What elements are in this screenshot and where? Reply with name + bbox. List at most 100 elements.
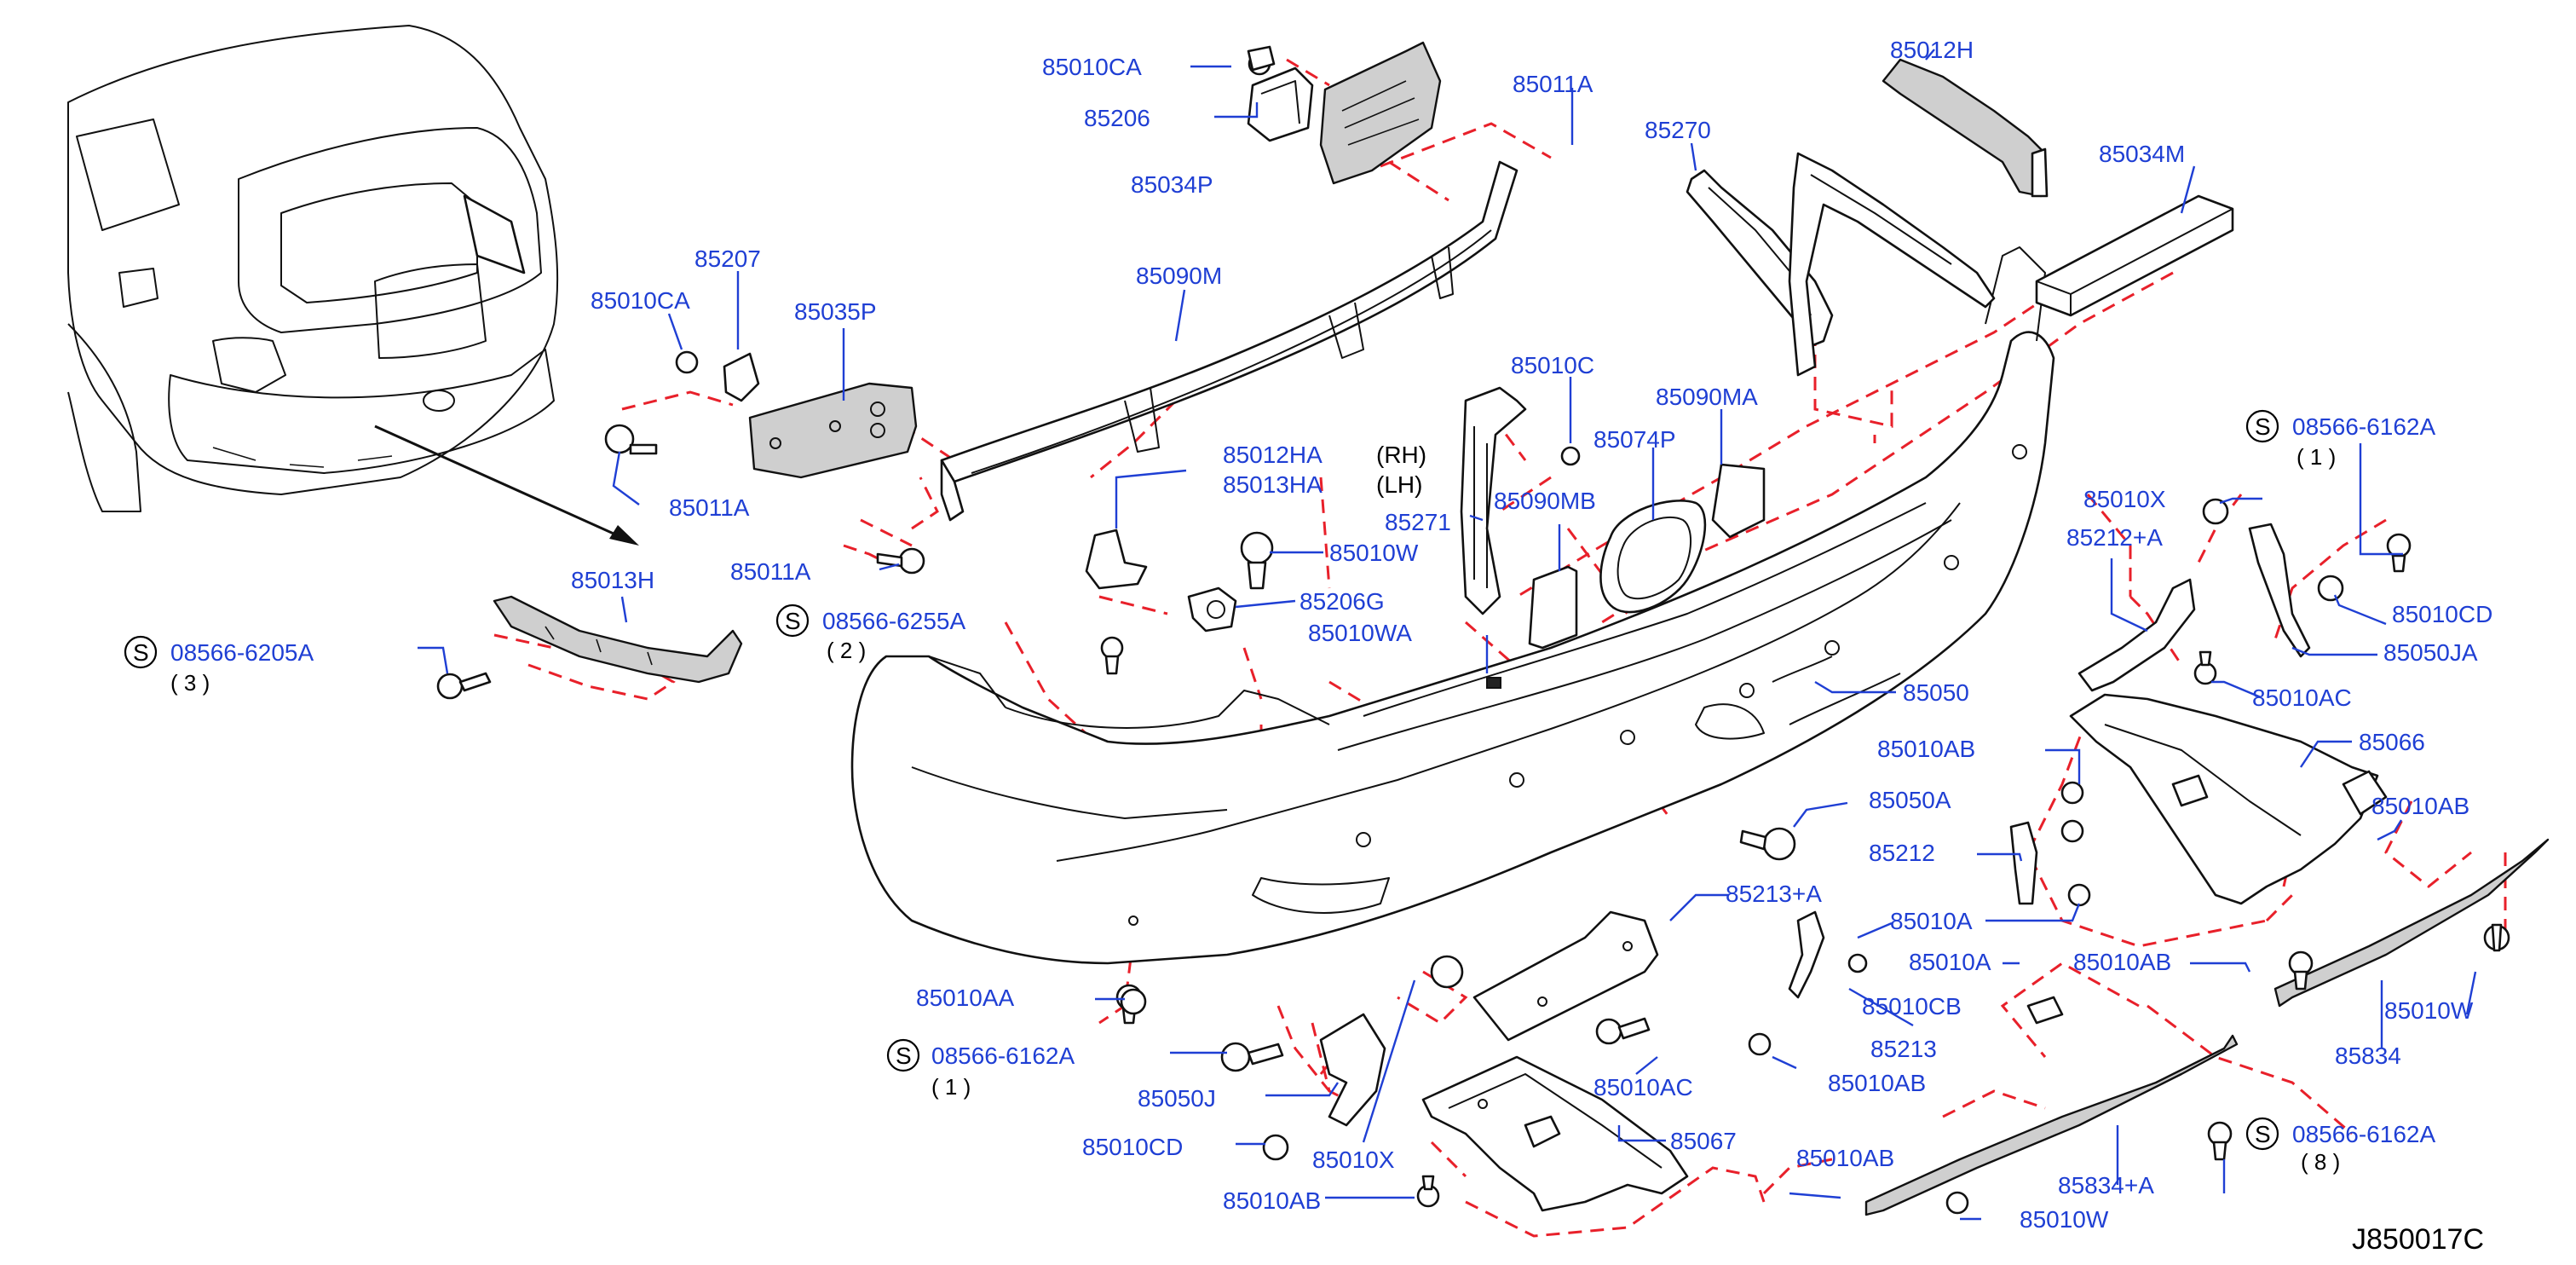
- s-marker-6205A: [124, 635, 158, 669]
- label-85010AB-1: 85010AB: [1877, 736, 1975, 762]
- label-85207: 85207: [694, 245, 761, 272]
- label-85090M: 85090M: [1136, 263, 1222, 289]
- label-85034P: 85034P: [1131, 171, 1213, 198]
- label-85206: 85206: [1084, 105, 1150, 131]
- part-labels: 85010CA 85206 85034P 85011A 85270 85012H…: [170, 37, 2492, 1256]
- bracket-85034P-group: [1247, 41, 1442, 185]
- label-85011A-top: 85011A: [1513, 71, 1593, 97]
- bracket-85213A: [1472, 910, 1659, 1042]
- label-85010W-right: 85010W: [2384, 997, 2474, 1024]
- bumper-fascia-85050: [850, 246, 2055, 965]
- label-85011A-mid: 85011A: [730, 558, 811, 585]
- label-85010X-right: 85010X: [2083, 486, 2166, 512]
- diagram-code: J850017C: [2352, 1223, 2484, 1256]
- fastener-85010AA: [1120, 988, 1147, 1015]
- label-85206G: 85206G: [1300, 588, 1385, 615]
- fastener-85050A: [1739, 827, 1796, 861]
- fasteners-bottom-left: [1115, 955, 1651, 1208]
- side-retainer-strip: [1788, 152, 1996, 377]
- bracket-85050JA: [2193, 523, 2412, 685]
- label-08566-6205A: 08566-6205A: [170, 639, 314, 666]
- cover-85090MB: [1528, 565, 1578, 650]
- vehicle-rear-illustration: [67, 25, 639, 546]
- label-85213A: 85213+A: [1726, 881, 1822, 907]
- label-85012H: 85012H: [1890, 37, 1974, 63]
- label-85010AC-bottom: 85010AC: [1593, 1074, 1693, 1100]
- label-85013H: 85013H: [571, 567, 654, 593]
- label-85010AB-3: 85010AB: [2073, 949, 2171, 975]
- bracket-85035P-group: [604, 350, 925, 575]
- clip-85010W-mid: [1240, 531, 1274, 590]
- label-85010CD-right: 85010CD: [2392, 601, 2492, 627]
- label-85270: 85270: [1645, 117, 1711, 143]
- label-85034M: 85034M: [2099, 141, 2185, 167]
- s-marker-6162A-right: [2245, 409, 2279, 443]
- s-marker-6205A-letter: S: [133, 639, 149, 666]
- absorber-85034M: [2035, 194, 2234, 317]
- label-85271: 85271: [1385, 509, 1451, 535]
- label-85213: 85213: [1870, 1036, 1937, 1062]
- label-85010CA-left: 85010CA: [591, 287, 690, 314]
- cover-85090MA: [1711, 463, 1766, 539]
- s-marker-6255A-letter: S: [785, 608, 801, 634]
- qty-2: ( 2 ): [827, 638, 866, 663]
- molding-85834A: [1864, 950, 2314, 1216]
- label-08566-6162A-left: 08566-6162A: [931, 1043, 1075, 1069]
- qty-3: ( 3 ): [170, 670, 210, 696]
- leader-lines: [418, 49, 2477, 1221]
- s-markers: S S S S S: [124, 409, 2279, 1151]
- label-85090MA: 85090MA: [1656, 384, 1758, 410]
- s-marker-6162A-left-letter: S: [896, 1043, 912, 1069]
- label-85010W-mid: 85010W: [1329, 540, 1419, 566]
- undercover-85066: [2069, 693, 2388, 905]
- label-85212: 85212: [1869, 840, 1935, 866]
- label-85010CA-top: 85010CA: [1042, 54, 1142, 80]
- bracket-85213: [1748, 910, 2064, 1056]
- bracket-85212: [2009, 781, 2091, 907]
- label-85010AC-right: 85010AC: [2252, 684, 2352, 711]
- seal-85074P: [1599, 500, 1707, 614]
- label-08566-6162A-right: 08566-6162A: [2292, 413, 2435, 440]
- label-85074P: 85074P: [1593, 426, 1676, 453]
- label-85066: 85066: [2359, 729, 2425, 755]
- label-85090MB: 85090MB: [1494, 488, 1596, 514]
- s-marker-6255A: [775, 604, 810, 638]
- label-85012HA: 85012HA: [1223, 442, 1323, 468]
- label-85010AB-4: 85010AB: [1828, 1070, 1926, 1096]
- label-rh: (RH): [1376, 442, 1426, 468]
- label-85010A-2: 85010A: [1909, 949, 1991, 975]
- grommet-85206G: [1187, 586, 1237, 632]
- bracket-85013H: [436, 595, 743, 700]
- label-85050: 85050: [1903, 679, 1969, 706]
- label-85013HA: 85013HA: [1223, 471, 1323, 498]
- label-08566-6162A-bottom: 08566-6162A: [2292, 1121, 2435, 1147]
- label-85010C: 85010C: [1511, 352, 1594, 378]
- label-85010CB: 85010CB: [1862, 993, 1962, 1020]
- label-85010CD-bottom: 85010CD: [1082, 1134, 1183, 1160]
- label-85050J: 85050J: [1138, 1085, 1216, 1112]
- s-marker-6162A-right-letter: S: [2255, 413, 2271, 440]
- label-85050A: 85050A: [1869, 787, 1951, 813]
- qty-1-left: ( 1 ): [931, 1074, 971, 1100]
- label-85010AB-6: 85010AB: [1796, 1145, 1894, 1171]
- reinforcement-85090M: [940, 160, 1519, 522]
- label-85011A-left: 85011A: [669, 494, 750, 521]
- label-85010WA: 85010WA: [1308, 620, 1412, 646]
- s-marker-6162A-bottom-letter: S: [2255, 1121, 2271, 1147]
- label-85010AB-5: 85010AB: [1223, 1187, 1321, 1214]
- bracket-85012H: [1882, 58, 2049, 198]
- qty-8: ( 8 ): [2301, 1149, 2340, 1175]
- bracket-85271: [1460, 386, 1581, 689]
- bracket-85212A: [2078, 498, 2229, 692]
- s-marker-6162A-bottom: [2245, 1117, 2279, 1151]
- label-85010AB-2: 85010AB: [2371, 793, 2469, 819]
- label-08566-6255A: 08566-6255A: [822, 608, 965, 634]
- undercover-85067: [1421, 1055, 1689, 1212]
- clip-85012HA: [1085, 529, 1148, 675]
- label-85834: 85834: [2335, 1043, 2401, 1069]
- s-marker-6162A-left: [886, 1038, 920, 1072]
- label-85067: 85067: [1670, 1128, 1737, 1154]
- label-85010A-1: 85010A: [1890, 908, 1973, 934]
- qty-1-right: ( 1 ): [2297, 444, 2336, 470]
